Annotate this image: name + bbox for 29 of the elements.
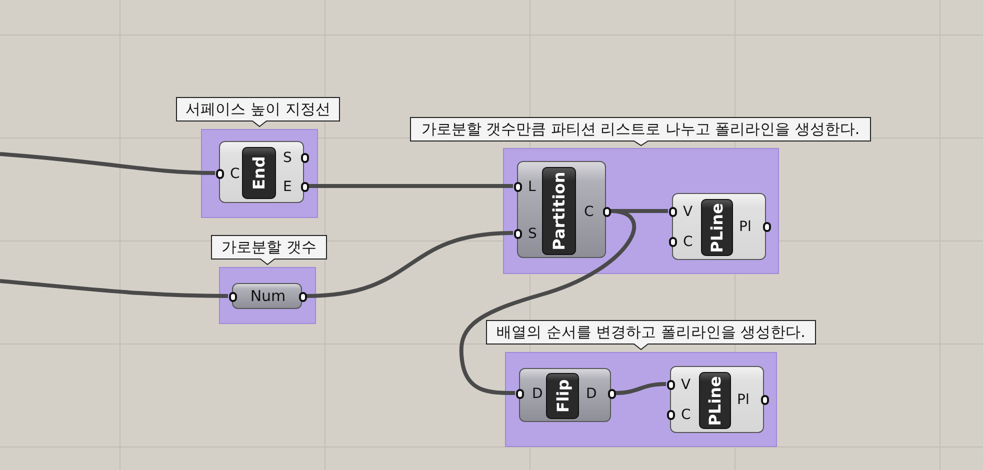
port-label: C [681,407,691,423]
component-label: Num [249,288,287,304]
callout-label: 서페이스 높이 지정선 [176,97,340,127]
wire [0,279,228,298]
port-label: S [283,150,292,166]
wire [308,184,513,188]
port-label: Pl [737,392,750,408]
name-plate: Flip [546,373,579,419]
port-label: D [586,386,597,402]
port-label: Pl [739,219,752,235]
port-label: S [528,226,537,242]
port-label: V [681,377,691,393]
port-label: D [532,386,543,402]
port-label: C [683,234,693,250]
port-label: V [683,204,693,220]
port-label: C [230,166,240,182]
port-label: L [528,179,536,195]
callout-label: 배열의 순서를 변경하고 폴리라인을 생성한다. [486,320,816,350]
name-plate: Partition [542,167,576,255]
wire [614,382,666,395]
callout-label: 가로분할 갯수만큼 파티션 리스트로 나누고 폴리라인을 생성한다. [410,117,871,146]
port-label: E [283,179,292,195]
name-plate: PLine [699,372,731,429]
name-plate: PLine [701,199,733,256]
wire [306,231,514,298]
wire [0,152,216,175]
name-plate: End [242,147,276,199]
port-label: C [584,204,594,220]
callout-label: 가로분할 갯수 [211,235,327,265]
